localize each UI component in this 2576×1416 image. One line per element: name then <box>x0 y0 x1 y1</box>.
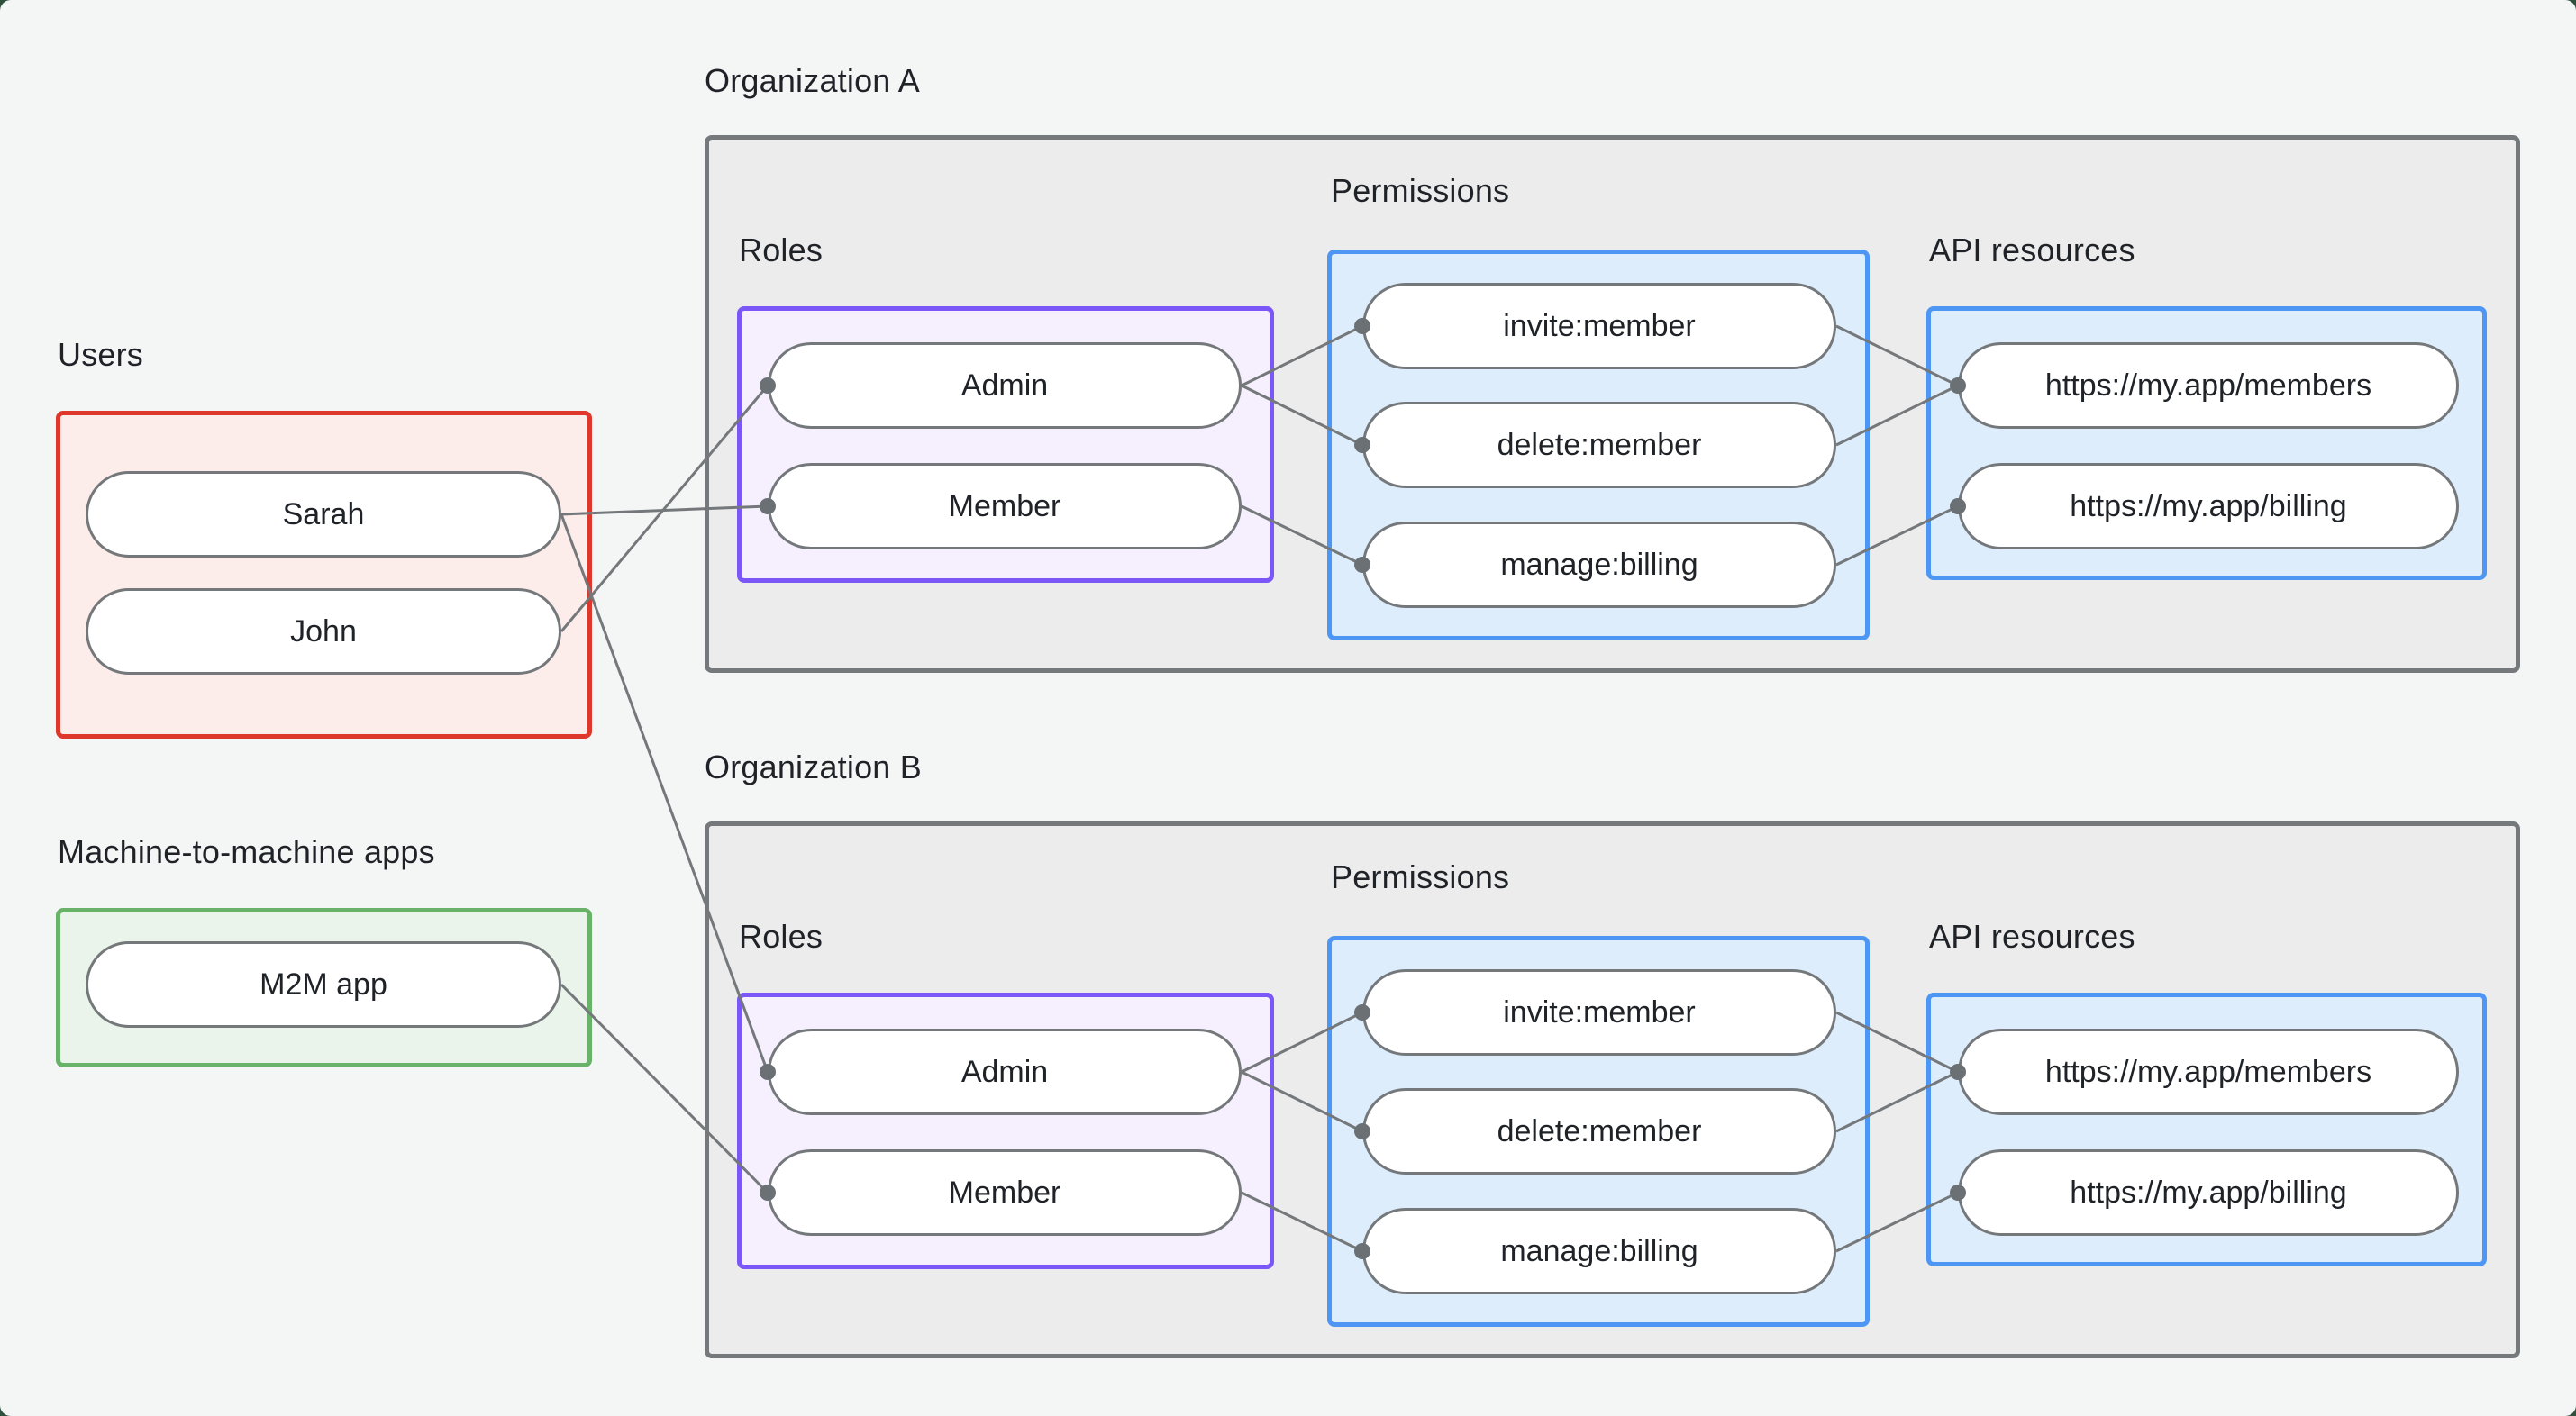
org-b-roles-label: Roles <box>739 918 824 955</box>
org-a-permissions-label: Permissions <box>1331 172 1510 209</box>
org-a-api-label: API resources <box>1929 231 2135 268</box>
node-org-a-api-members: https://my.app/members <box>1958 342 2459 429</box>
users-group-label: Users <box>58 336 144 373</box>
node-org-b-permission-delete-member: delete:member <box>1362 1088 1836 1175</box>
node-org-b-api-members: https://my.app/members <box>1958 1029 2459 1115</box>
m2m-group-label: Machine-to-machine apps <box>58 833 435 870</box>
node-org-a-api-billing: https://my.app/billing <box>1958 463 2459 549</box>
node-m2m-app: M2M app <box>86 941 561 1028</box>
users-group-box <box>56 411 592 739</box>
node-org-b-permission-invite-member: invite:member <box>1362 969 1836 1056</box>
node-user-sarah: Sarah <box>86 471 561 558</box>
org-b-title: Organization B <box>705 749 922 785</box>
node-org-b-role-admin: Admin <box>768 1029 1242 1115</box>
node-org-a-permission-delete-member: delete:member <box>1362 402 1836 488</box>
node-org-a-role-member: Member <box>768 463 1242 549</box>
node-org-a-permission-invite-member: invite:member <box>1362 283 1836 369</box>
org-b-api-label: API resources <box>1929 918 2135 955</box>
node-user-john: John <box>86 588 561 675</box>
org-b-permissions-label: Permissions <box>1331 858 1510 895</box>
node-org-a-permission-manage-billing: manage:billing <box>1362 522 1836 608</box>
node-org-b-permission-manage-billing: manage:billing <box>1362 1208 1836 1294</box>
node-org-b-api-billing: https://my.app/billing <box>1958 1149 2459 1236</box>
node-org-a-role-admin: Admin <box>768 342 1242 429</box>
org-a-title: Organization A <box>705 62 920 99</box>
org-a-roles-label: Roles <box>739 231 824 268</box>
node-org-b-role-member: Member <box>768 1149 1242 1236</box>
